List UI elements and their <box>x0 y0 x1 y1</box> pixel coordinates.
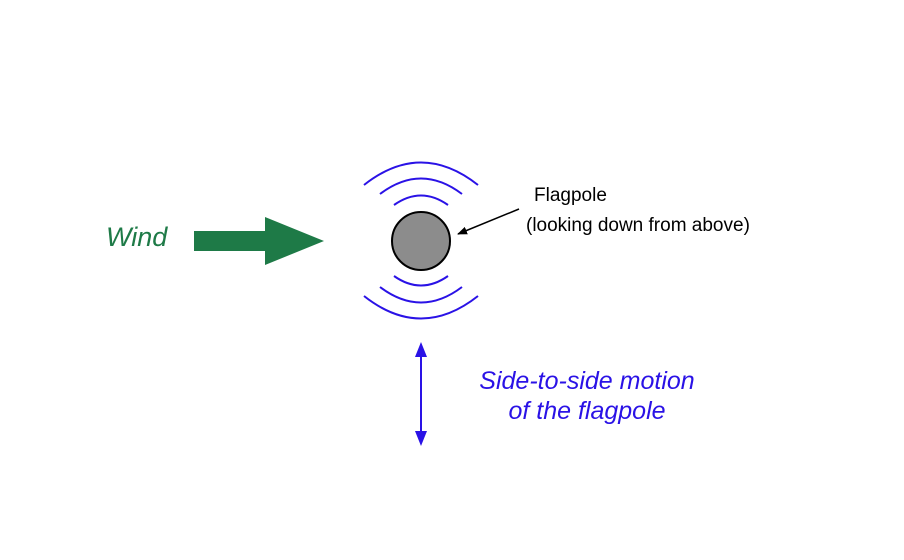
flagpole-note-label: (looking down from above) <box>526 215 750 236</box>
vibration-arcs-top <box>363 161 479 206</box>
vibration-arc <box>363 295 479 320</box>
pointer-arrow-icon <box>457 208 520 235</box>
wind-label: Wind <box>106 222 168 252</box>
vibration-arc <box>393 275 449 287</box>
motion-label-line1: Side-to-side motion <box>479 367 695 395</box>
vibration-arc <box>379 286 463 304</box>
wind-arrow-icon <box>194 217 324 265</box>
vibration-arc <box>379 177 463 195</box>
motion-label: Side-to-side motion of the flagpole <box>432 366 742 426</box>
flagpole-circle <box>391 211 451 271</box>
vibration-arc <box>393 194 449 206</box>
motion-label-line2: of the flagpole <box>508 397 666 425</box>
vibration-arc <box>363 161 479 186</box>
flagpole-label: Flagpole <box>534 185 607 206</box>
vibration-arcs-bottom <box>363 275 479 320</box>
double-vertical-arrow-icon <box>415 342 427 446</box>
